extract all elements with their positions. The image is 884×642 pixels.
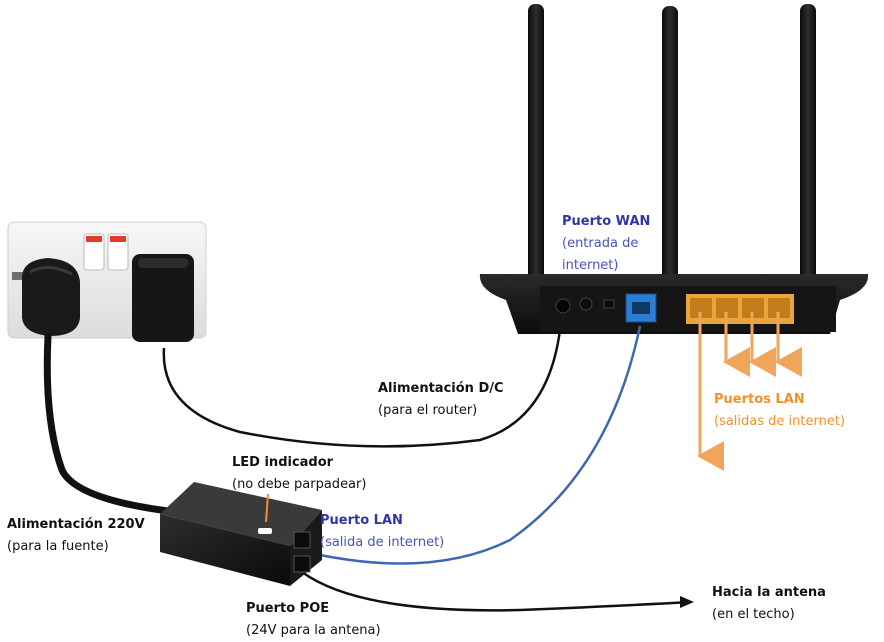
poe-port-sub: (24V para la antena)	[246, 623, 381, 638]
dc-power-cable	[162, 329, 562, 448]
mains-cable	[43, 332, 180, 516]
dc-power-label: Alimentación D/C (para el router)	[378, 378, 504, 422]
poe-injector	[160, 482, 322, 586]
poe-lan-sub: (salida de internet)	[320, 535, 445, 550]
power-220-sub: (para la fuente)	[7, 539, 109, 554]
lan-ports-title: Puertos LAN	[714, 392, 805, 407]
lan-cable	[305, 325, 642, 565]
led-title: LED indicador	[232, 455, 334, 470]
antenna-sub: (en el techo)	[712, 607, 795, 622]
router-power-adapter	[132, 254, 194, 342]
router	[479, 274, 869, 334]
led-label: LED indicador (no debe parpadear)	[232, 452, 366, 496]
router-antennas	[528, 4, 816, 282]
dc-power-sub: (para el router)	[378, 403, 478, 418]
lan-output-arrows	[697, 312, 802, 471]
antenna-label: Hacia la antena (en el techo)	[712, 582, 826, 626]
poe-led	[258, 528, 272, 534]
lan-ports	[686, 294, 794, 324]
lan-ports-label: Puertos LAN (salidas de internet)	[714, 389, 845, 433]
poe-port-label: Puerto POE (24V para la antena)	[246, 598, 381, 642]
antenna-title: Hacia la antena	[712, 585, 826, 600]
poe-port-title: Puerto POE	[246, 601, 330, 616]
power-220-title: Alimentación 220V	[7, 517, 145, 532]
antenna-cable	[301, 570, 691, 612]
poe-lan-title: Puerto LAN	[320, 513, 403, 528]
cables	[43, 325, 694, 612]
wall-plug	[22, 258, 80, 336]
wan-sub-2: internet)	[562, 258, 619, 273]
poe-lan-label: Puerto LAN (salida de internet)	[320, 510, 444, 554]
wan-title: Puerto WAN	[562, 214, 651, 229]
lan-ports-sub: (salidas de internet)	[714, 414, 846, 429]
dc-power-title: Alimentación D/C	[378, 381, 504, 396]
power-220-label: Alimentación 220V (para la fuente)	[7, 514, 145, 558]
wan-sub-1: (entrada de	[562, 236, 639, 251]
antenna-arrow	[680, 596, 694, 608]
wan-port-label: Puerto WAN (entrada de internet)	[562, 211, 650, 277]
led-sub: (no debe parpadear)	[232, 477, 367, 492]
